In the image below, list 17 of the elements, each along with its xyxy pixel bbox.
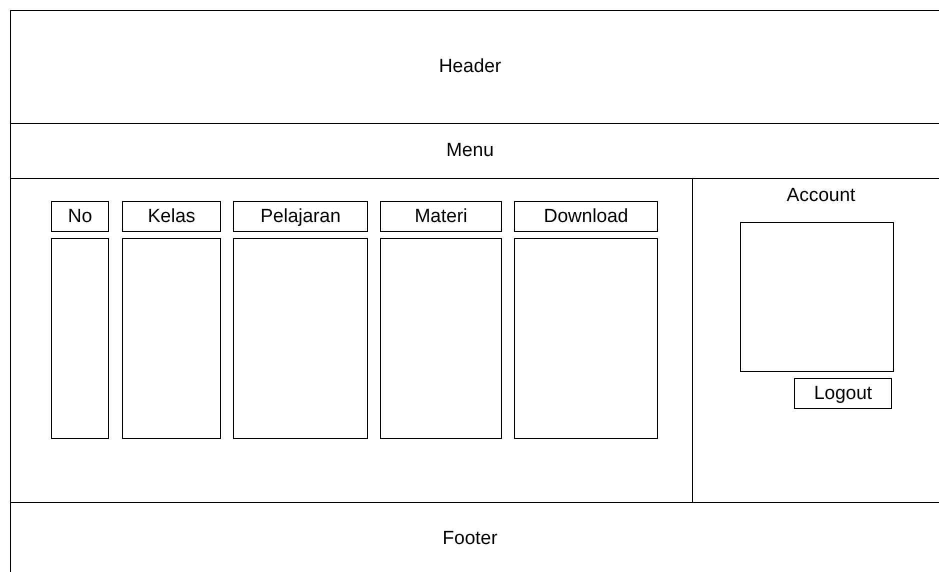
account-box [740, 222, 894, 372]
panel-heading: Account [786, 185, 856, 207]
logout-button: Logout [794, 378, 892, 409]
column-header: Kelas [122, 201, 221, 232]
section-label: Header [438, 56, 502, 78]
section-label: Menu [446, 140, 494, 162]
header-bar [10, 10, 939, 124]
column-header: Materi [380, 201, 502, 232]
column-header: Pelajaran [233, 201, 368, 232]
table-column [122, 238, 221, 439]
section-label: Footer [442, 528, 498, 550]
table-column [514, 238, 658, 439]
table-column [51, 238, 109, 439]
table-column [233, 238, 368, 439]
column-header: Download [514, 201, 658, 232]
column-header: No [51, 201, 109, 232]
table-column [380, 238, 502, 439]
